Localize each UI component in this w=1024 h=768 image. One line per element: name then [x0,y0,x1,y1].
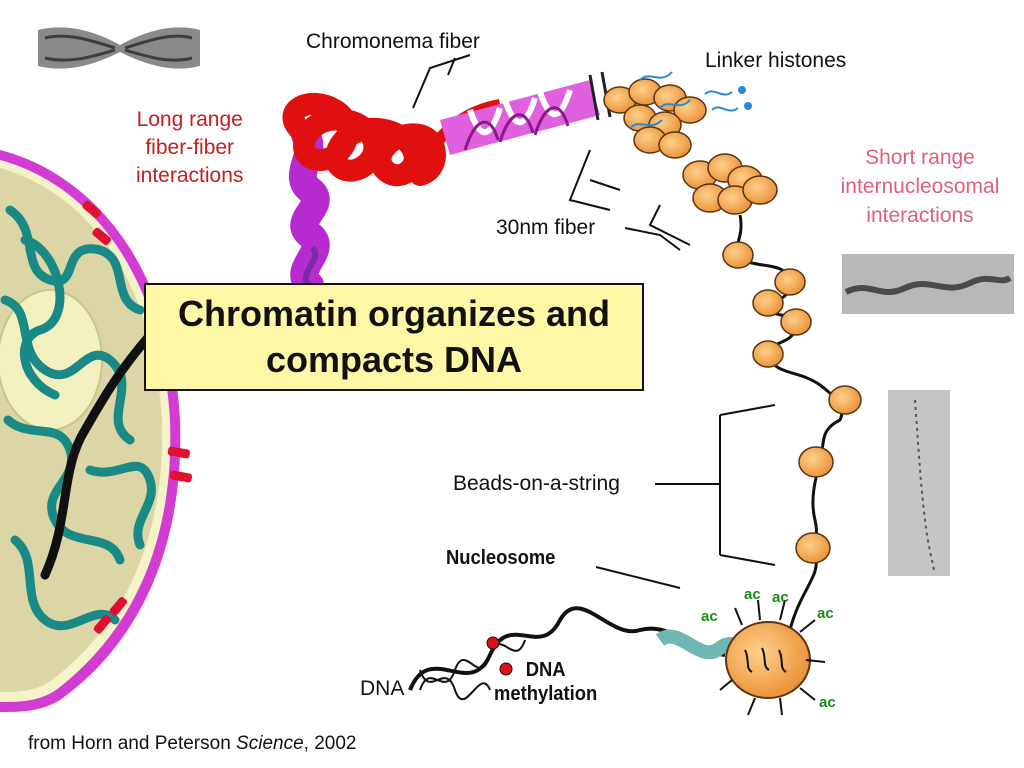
citation-prefix: from Horn and Peterson [28,733,237,754]
acetyl-mark: ac [701,608,718,625]
label-dna: DNA [360,677,405,700]
label-linker-histones: Linker histones [705,49,847,72]
label-chromonema-fiber: Chromonema fiber [306,30,480,53]
label-dna-methylation-line1: DNA [525,659,566,681]
dna-helix [419,639,526,700]
label-long-range: Long range fiber-fiber interactions [136,106,243,190]
label-short-range-line1: Short range [865,146,975,169]
interphase-chromatin [0,205,156,631]
micrograph-30nm [842,254,1014,314]
chromosome-strand [40,330,155,580]
label-long-range-line2: fiber-fiber [145,136,235,159]
chromonema-fiber [440,71,612,155]
label-short-range: Short range internucleosomal interaction… [828,143,1012,230]
metaphase-chromosome [38,27,200,69]
acetyl-mark: ac [744,586,761,603]
label-short-range-line3: interactions [866,204,974,227]
callout-lines [412,54,776,589]
acetyl-mark: ac [819,694,836,711]
acetyl-mark: ac [817,605,834,622]
slide-title: Chromatin organizes and compacts DNA [178,291,610,383]
citation: from Horn and Peterson Science, 2002 [28,733,356,755]
title-box: Chromatin organizes and compacts DNA [144,283,644,391]
label-dna-methylation-line2: methylation [494,683,598,705]
nuclear-pores [82,200,193,634]
nucleus [0,150,193,712]
label-dna-methylation: DNA methylation [494,658,597,706]
slide-title-line1: Chromatin organizes and [177,293,611,334]
linker-histone-marks [629,71,752,129]
citation-journal: Science [236,733,304,754]
methylation-dot [499,662,513,676]
acetyl-mark: ac [772,589,789,606]
citation-suffix: , 2002 [303,733,357,754]
micrograph-beads [888,390,950,576]
label-short-range-line2: internucleosomal [840,175,1000,198]
fiber-30nm [603,78,778,215]
beads-on-string [722,214,862,631]
label-long-range-line3: interactions [136,164,244,187]
slide-title-line2: compacts DNA [265,339,523,380]
label-beads-on-string: Beads-on-a-string [453,472,620,495]
methylation-dot [486,636,500,650]
label-30nm-fiber: 30nm fiber [496,216,596,239]
nucleosome-detail [408,599,826,716]
label-long-range-line1: Long range [136,108,243,131]
label-nucleosome: Nucleosome [446,547,556,569]
